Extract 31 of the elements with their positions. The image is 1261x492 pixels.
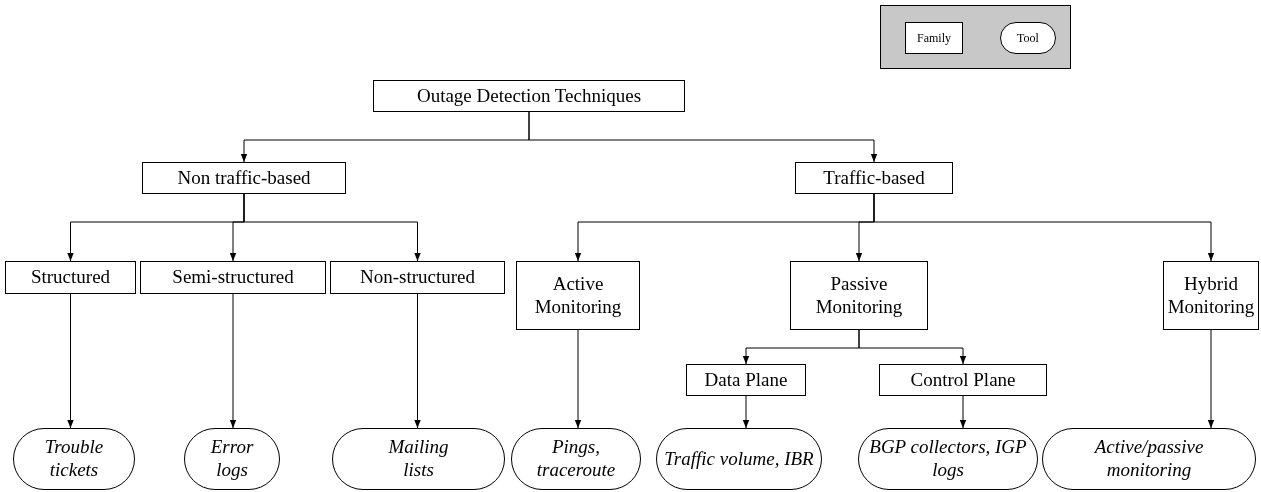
family-box: Non traffic-based [142,162,346,194]
tool-pill: Active/passive monitoring [1042,428,1256,490]
legend-tool-pill: Tool [1000,22,1056,54]
legend-family-box: Family [905,22,963,54]
family-box: Hybrid Monitoring [1163,261,1259,330]
arrow [574,329,582,429]
arrow [67,293,74,429]
family-box: Non-structured [330,261,505,294]
family-box: Active Monitoring [516,261,640,330]
arrow [873,193,1215,262]
tool-pill: Mailing lists [332,428,505,490]
family-box: Data Plane [686,364,806,396]
tool-pill: BGP collectors, IGP logs [858,428,1038,490]
tool-pill: Traffic volume, IBR [656,428,822,490]
tool-pill: Trouble tickets [13,428,135,490]
arrow [1207,329,1215,429]
family-box: Outage Detection Techniques [373,80,685,112]
family-box: Structured [5,261,136,294]
family-box: Control Plane [879,364,1047,396]
family-box: Semi-structured [140,261,326,294]
arrow [243,193,421,262]
arrow [229,293,237,429]
family-box: Passive Monitoring [790,261,928,330]
tool-pill: Pings, traceroute [511,428,641,490]
arrow [959,395,967,429]
arrow [528,111,878,163]
arrow [858,329,967,365]
arrow [742,395,750,429]
tool-pill: Error logs [184,428,280,490]
family-box: Traffic-based [795,162,953,194]
arrow [414,293,421,429]
